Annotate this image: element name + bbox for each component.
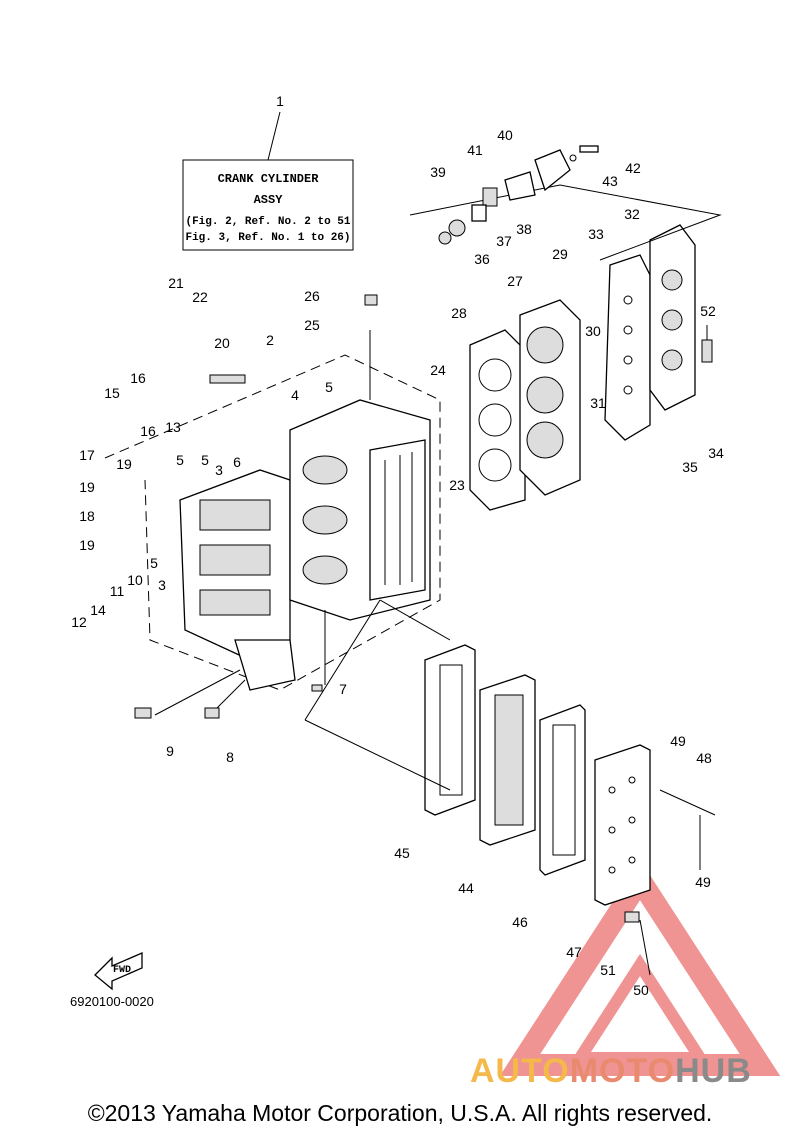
callout: 36 xyxy=(474,251,490,267)
callout: 28 xyxy=(451,305,467,321)
callout: 12 xyxy=(71,614,87,630)
callout: 11 xyxy=(110,583,125,599)
watermark-triangle xyxy=(499,859,781,1076)
callout: 19 xyxy=(79,479,95,495)
callout: 25 xyxy=(304,317,320,333)
title-line2: ASSY xyxy=(254,193,284,207)
callout: 2 xyxy=(266,332,274,348)
callout: 19 xyxy=(79,537,95,553)
leader-lines xyxy=(154,330,716,976)
callout: 35 xyxy=(682,459,698,475)
callout: 49 xyxy=(670,733,686,749)
callout: 42 xyxy=(625,160,641,176)
callout: 26 xyxy=(304,288,320,304)
head-cover xyxy=(649,224,696,411)
watermark-part2: MOTO xyxy=(569,1052,676,1090)
callout: 49 xyxy=(695,874,711,890)
callout: 8 xyxy=(226,749,234,765)
watermark-part3: HUB xyxy=(675,1052,752,1090)
title-line4: Fig. 3, Ref. No. 1 to 26) xyxy=(185,232,350,244)
bolts xyxy=(134,294,640,923)
callout: 20 xyxy=(214,335,230,351)
callout: 19 xyxy=(116,456,132,472)
watermark-part1: AUTO xyxy=(470,1052,570,1090)
callout: 34 xyxy=(708,445,724,461)
title-box: CRANK CYLINDER ASSY (Fig. 2, Ref. No. 2 … xyxy=(182,111,354,251)
callout: 22 xyxy=(192,289,208,305)
part-number: 6920100-0020 xyxy=(70,994,154,1009)
callout: 7 xyxy=(339,681,347,697)
callout: 47 xyxy=(566,944,582,960)
callout: 5 xyxy=(325,379,333,395)
callout: 39 xyxy=(430,164,446,180)
callout: 41 xyxy=(467,142,483,158)
callout: 18 xyxy=(79,508,95,524)
callout: 13 xyxy=(165,419,181,435)
cylinder-head xyxy=(519,299,581,496)
callout: 14 xyxy=(90,602,106,618)
callout: 45 xyxy=(394,845,410,861)
callout: 27 xyxy=(507,273,523,289)
head-cover-gasket xyxy=(604,254,651,441)
callout: 24 xyxy=(430,362,446,378)
callout: 5 xyxy=(201,452,209,468)
callout: 1 xyxy=(276,93,284,109)
callout: 32 xyxy=(624,206,640,222)
spark-plug xyxy=(701,325,713,363)
callout: 16 xyxy=(130,370,146,386)
callout: 44 xyxy=(458,880,474,896)
callout: 48 xyxy=(696,750,712,766)
callout: 29 xyxy=(552,246,568,262)
exhaust-plates xyxy=(424,644,651,906)
callout: 10 xyxy=(127,572,143,588)
fwd-arrow-icon: FWD xyxy=(94,952,143,991)
callout: 3 xyxy=(215,462,223,478)
callout: 21 xyxy=(168,275,184,291)
callout: 6 xyxy=(233,454,241,470)
callout: 31 xyxy=(590,395,606,411)
fwd-label: FWD xyxy=(113,965,131,976)
callout: 3 xyxy=(158,577,166,593)
title-line3: (Fig. 2, Ref. No. 2 to 51 xyxy=(185,216,350,228)
callout: 37 xyxy=(496,233,512,249)
callout: 52 xyxy=(700,303,716,319)
callout: 5 xyxy=(150,555,158,571)
callout: 30 xyxy=(585,323,601,339)
callout: 9 xyxy=(166,743,174,759)
callout: 51 xyxy=(600,962,616,978)
callout: 23 xyxy=(449,477,465,493)
callout: 33 xyxy=(588,226,604,242)
assembly-outline xyxy=(104,354,441,691)
callout: 16 xyxy=(140,423,156,439)
callout: 5 xyxy=(176,452,184,468)
callout: 17 xyxy=(79,447,95,463)
callout: 15 xyxy=(104,385,120,401)
callout: 4 xyxy=(291,387,299,403)
callout: 40 xyxy=(497,127,513,143)
head-gasket xyxy=(469,329,526,511)
cylinder-block xyxy=(289,399,431,621)
watermark-logo: AUTOMOTOHUB xyxy=(470,1052,752,1091)
copyright-notice: ©2013 Yamaha Motor Corporation, U.S.A. A… xyxy=(87,1100,713,1126)
crankcase-half xyxy=(179,469,296,691)
callout: 50 xyxy=(633,982,649,998)
callout: 43 xyxy=(602,173,618,189)
callout: 38 xyxy=(516,221,532,237)
callout-labels: 1 2 3 3 4 5 5 5 5 6 7 8 9 10 11 12 13 14… xyxy=(71,93,724,998)
callout: 46 xyxy=(512,914,528,930)
title-line1: CRANK CYLINDER xyxy=(218,172,320,186)
thermostat-group xyxy=(409,145,722,261)
